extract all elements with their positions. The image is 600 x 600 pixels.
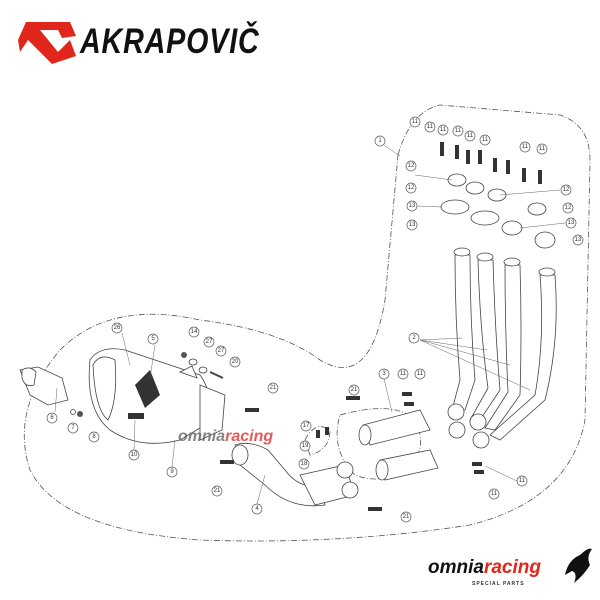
svg-text:11: 11 xyxy=(539,146,546,152)
omniaracing-logo: omniaracing SPECIAL PARTS xyxy=(420,545,595,595)
svg-text:5: 5 xyxy=(151,336,155,342)
svg-text:18: 18 xyxy=(301,461,308,467)
watermark: omniaracing xyxy=(178,428,273,446)
svg-text:11: 11 xyxy=(519,478,526,484)
svg-text:11: 11 xyxy=(412,119,419,125)
kit-outline xyxy=(23,104,591,542)
washer xyxy=(70,409,76,415)
svg-text:10: 10 xyxy=(131,452,138,458)
leader-lines xyxy=(54,144,566,505)
svg-text:20: 20 xyxy=(232,359,239,365)
dealer-name-part1: omnia xyxy=(428,557,484,578)
logo-text: AKRAPOVIČ xyxy=(80,22,260,61)
svg-text:21: 21 xyxy=(403,514,410,520)
svg-text:11: 11 xyxy=(417,371,424,377)
watermark-part1: omnia xyxy=(178,428,226,445)
svg-text:27: 27 xyxy=(206,339,213,345)
gaskets-and-flanges xyxy=(440,173,556,249)
nut xyxy=(77,411,83,417)
svg-text:11: 11 xyxy=(467,133,474,139)
dealer-tagline: SPECIAL PARTS xyxy=(472,581,525,587)
svg-text:26: 26 xyxy=(114,325,121,331)
dealer-name-part2: racing xyxy=(483,557,541,578)
svg-text:11: 11 xyxy=(440,127,447,133)
mid-pipe-lower xyxy=(379,449,439,481)
svg-text:2: 2 xyxy=(412,335,416,341)
svg-text:12: 12 xyxy=(408,163,415,169)
akrapovic-logo: AKRAPOVIČ xyxy=(18,16,260,66)
watermark-part2: racing xyxy=(225,428,274,445)
svg-text:14: 14 xyxy=(191,329,198,335)
svg-text:21: 21 xyxy=(214,488,221,494)
callouts: 1 11 11 11 11 11 11 11 11 12 12 12 12 13… xyxy=(46,116,584,523)
hardware xyxy=(181,352,224,379)
header-pipes xyxy=(447,247,557,449)
end-cap xyxy=(19,366,69,406)
svg-text:9: 9 xyxy=(170,469,174,475)
svg-text:11: 11 xyxy=(455,128,462,134)
svg-text:3: 3 xyxy=(382,371,386,377)
svg-text:4: 4 xyxy=(255,506,259,512)
svg-text:11: 11 xyxy=(482,137,489,143)
svg-text:11: 11 xyxy=(491,491,498,497)
svg-text:6: 6 xyxy=(50,415,54,421)
svg-text:12: 12 xyxy=(563,187,570,193)
link-pipe-inlet xyxy=(231,444,249,466)
spring-group-outline xyxy=(304,426,331,456)
svg-text:12: 12 xyxy=(408,185,415,191)
svg-text:13: 13 xyxy=(409,203,416,209)
svg-text:7: 7 xyxy=(71,425,75,431)
akrapovic-emblem-icon xyxy=(18,22,76,64)
svg-text:21: 21 xyxy=(270,385,277,391)
svg-text:12: 12 xyxy=(565,205,572,211)
svg-text:21: 21 xyxy=(351,387,358,393)
svg-text:8: 8 xyxy=(92,434,96,440)
muffler xyxy=(88,348,226,444)
svg-text:13: 13 xyxy=(568,220,575,226)
svg-text:11: 11 xyxy=(427,124,434,130)
svg-text:1: 1 xyxy=(378,138,382,144)
svg-text:17: 17 xyxy=(303,423,310,429)
svg-text:13: 13 xyxy=(575,237,582,243)
springs xyxy=(220,142,542,511)
svg-text:11: 11 xyxy=(522,144,529,150)
svg-text:11: 11 xyxy=(400,371,407,377)
svg-text:27: 27 xyxy=(218,348,225,354)
svg-text:19: 19 xyxy=(302,443,309,449)
svg-text:13: 13 xyxy=(409,222,416,228)
mid-pipe-upper xyxy=(362,409,431,446)
dealer-name: omniaracing xyxy=(428,557,541,579)
griffin-emblem-icon xyxy=(565,548,592,583)
